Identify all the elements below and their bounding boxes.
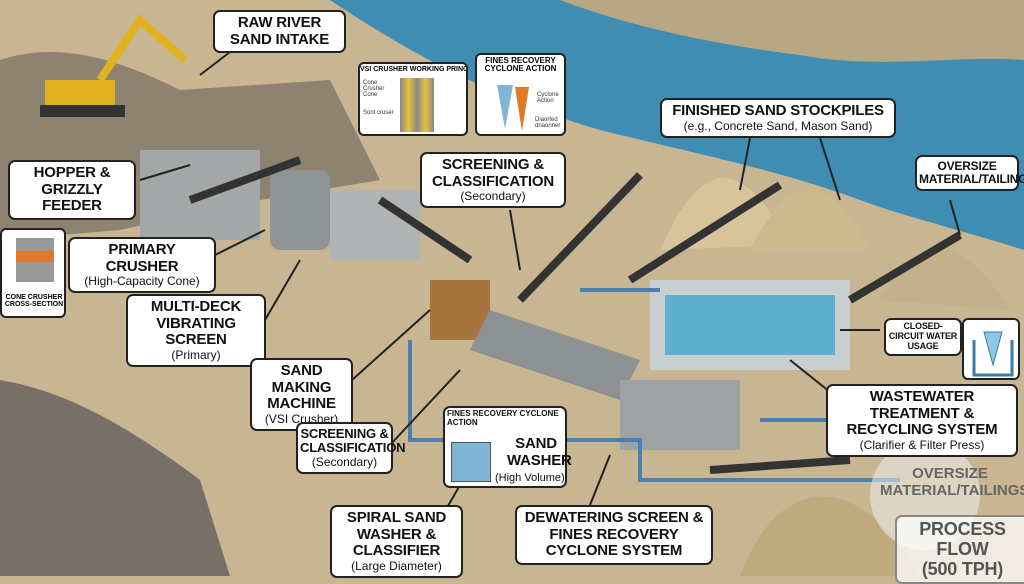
stockpile-4 xyxy=(740,496,920,576)
quarry-bank xyxy=(560,0,1024,62)
label-screening-classification-lower: SCREENING & CLASSIFICATION(Secondary) xyxy=(296,422,406,474)
label-sub: (e.g., Concrete Sand, Mason Sand) xyxy=(683,118,873,133)
conveyor xyxy=(627,181,783,284)
spiral-washer xyxy=(470,310,640,400)
stockpile-1 xyxy=(660,178,790,250)
cyclone-icon xyxy=(962,318,1020,380)
label-title: DEWATERING SCREEN & FINES RECOVERY CYCLO… xyxy=(524,509,704,559)
label-title: SPIRAL SAND WASHER & CLASSIFIER xyxy=(346,509,447,559)
fines-inset: FINES RECOVERY CYCLONE ACTION Cyclone Ac… xyxy=(475,53,566,136)
inset-title: VSI CRUSHER WORKING PRINCIPLE xyxy=(360,66,468,73)
inset-title: FINES RECOVERY CYCLONE ACTION xyxy=(447,409,559,427)
label-finished-sand-stockpiles: FINISHED SAND STOCKPILES(e.g., Concrete … xyxy=(660,98,896,138)
inset-title: CONE CRUSHER CROSS-SECTION xyxy=(4,294,64,309)
label-title: SAND WASHER xyxy=(507,435,572,469)
label-title: SCREENING & CLASSIFICATION xyxy=(300,426,406,456)
inset-label: Sont cruser xyxy=(363,110,394,116)
cyclone-icon xyxy=(497,85,513,129)
label-title: CLOSED-CIRCUIT WATER USAGE xyxy=(888,321,958,351)
excavator xyxy=(40,13,188,117)
conveyor xyxy=(188,156,302,204)
label-sub: (500 TPH) xyxy=(921,558,1004,579)
inset-title: FINES RECOVERY CYCLONE ACTION xyxy=(484,56,557,74)
label-title: FINISHED SAND STOCKPILES xyxy=(672,102,884,119)
cone-crusher-icon xyxy=(16,238,54,282)
inset-label: Cyclone Action xyxy=(537,92,559,104)
primary-crusher xyxy=(270,170,330,250)
label-title: SAND MAKING MACHINE xyxy=(267,362,336,412)
conveyor xyxy=(709,456,851,474)
label-title: PROCESS FLOW xyxy=(919,519,1006,559)
label-hopper-grizzly-feeder: HOPPER & GRIZZLY FEEDER xyxy=(8,160,136,220)
label-dewatering-screen: DEWATERING SCREEN & FINES RECOVERY CYCLO… xyxy=(515,505,713,565)
label-title: RAW RIVER SAND INTAKE xyxy=(229,14,330,48)
stockpile-3 xyxy=(880,248,1010,310)
label-sub: (Large Diameter) xyxy=(351,558,442,573)
stockpile-2 xyxy=(750,190,870,250)
clarifier-water xyxy=(665,295,835,355)
label-sub: (VSI Crusher) xyxy=(264,411,339,426)
vsi-inset: VSI CRUSHER WORKING PRINCIPLE Cone Crush… xyxy=(358,62,468,136)
label-wastewater-treatment: WASTEWATER TREATMENT & RECYCLING SYSTEM(… xyxy=(826,384,1018,457)
label-sub: (High-Capacity Cone) xyxy=(84,274,200,288)
label-sub: (Primary) xyxy=(171,347,221,362)
label-title: PRIMARY CRUSHER xyxy=(105,241,179,275)
label-sand-washer: FINES RECOVERY CYCLONE ACTION SAND WASHE… xyxy=(443,406,572,488)
label-closed-circuit-water: CLOSED-CIRCUIT WATER USAGE xyxy=(884,318,962,356)
conveyor xyxy=(847,231,963,304)
inset-label: Diaorted dnaonner xyxy=(535,117,561,129)
water-pipe xyxy=(408,340,900,482)
vsi-crusher-icon xyxy=(400,78,434,132)
conveyor xyxy=(517,172,643,303)
label-screening-classification-upper: SCREENING & CLASSIFICATION(Secondary) xyxy=(420,152,566,209)
label-sub: (Clarifier & Filter Press) xyxy=(859,437,985,452)
label-multi-deck-vibrating-screen: MULTI-DECK VIBRATING SCREEN(Primary) xyxy=(126,294,266,367)
label-oversize-faded: OVERSIZE MATERIAL/TAILINGS xyxy=(880,465,1024,499)
conveyor xyxy=(377,196,473,264)
label-title: WASTEWATER TREATMENT & RECYCLING SYSTEM xyxy=(846,388,998,438)
label-title: SCREENING & CLASSIFICATION xyxy=(432,156,554,190)
label-process-flow: PROCESS FLOW(500 TPH) xyxy=(895,515,1024,584)
label-spiral-sand-washer: SPIRAL SAND WASHER & CLASSIFIER(Large Di… xyxy=(330,505,463,578)
inset-label: Cone Crusher Cone xyxy=(363,80,385,98)
label-primary-crusher: PRIMARY CRUSHER(High-Capacity Cone) xyxy=(68,237,216,294)
washer-icon xyxy=(451,442,491,482)
label-sub: (High Volume) xyxy=(495,472,565,484)
cyclone-icon xyxy=(515,87,529,131)
label-title: MULTI-DECK VIBRATING SCREEN xyxy=(150,298,242,348)
label-sub: (Secondary) xyxy=(460,189,526,203)
label-title: OVERSIZE MATERIAL/TAILINGS xyxy=(919,159,1024,187)
label-raw-river-sand-intake: RAW RIVER SAND INTAKE xyxy=(213,10,346,53)
label-sub: (Secondary) xyxy=(311,454,378,469)
label-sand-making-machine: SAND MAKING MACHINE(VSI Crusher) xyxy=(250,358,353,431)
rock-pile xyxy=(0,380,230,576)
label-oversize-material: OVERSIZE MATERIAL/TAILINGS xyxy=(915,155,1024,192)
cone-crusher-inset: CONE CRUSHER CROSS-SECTION xyxy=(0,228,66,318)
label-title: HOPPER & GRIZZLY FEEDER xyxy=(33,164,111,214)
label-title: OVERSIZE MATERIAL/TAILINGS xyxy=(880,465,1024,499)
vibrating-screen xyxy=(330,190,420,260)
